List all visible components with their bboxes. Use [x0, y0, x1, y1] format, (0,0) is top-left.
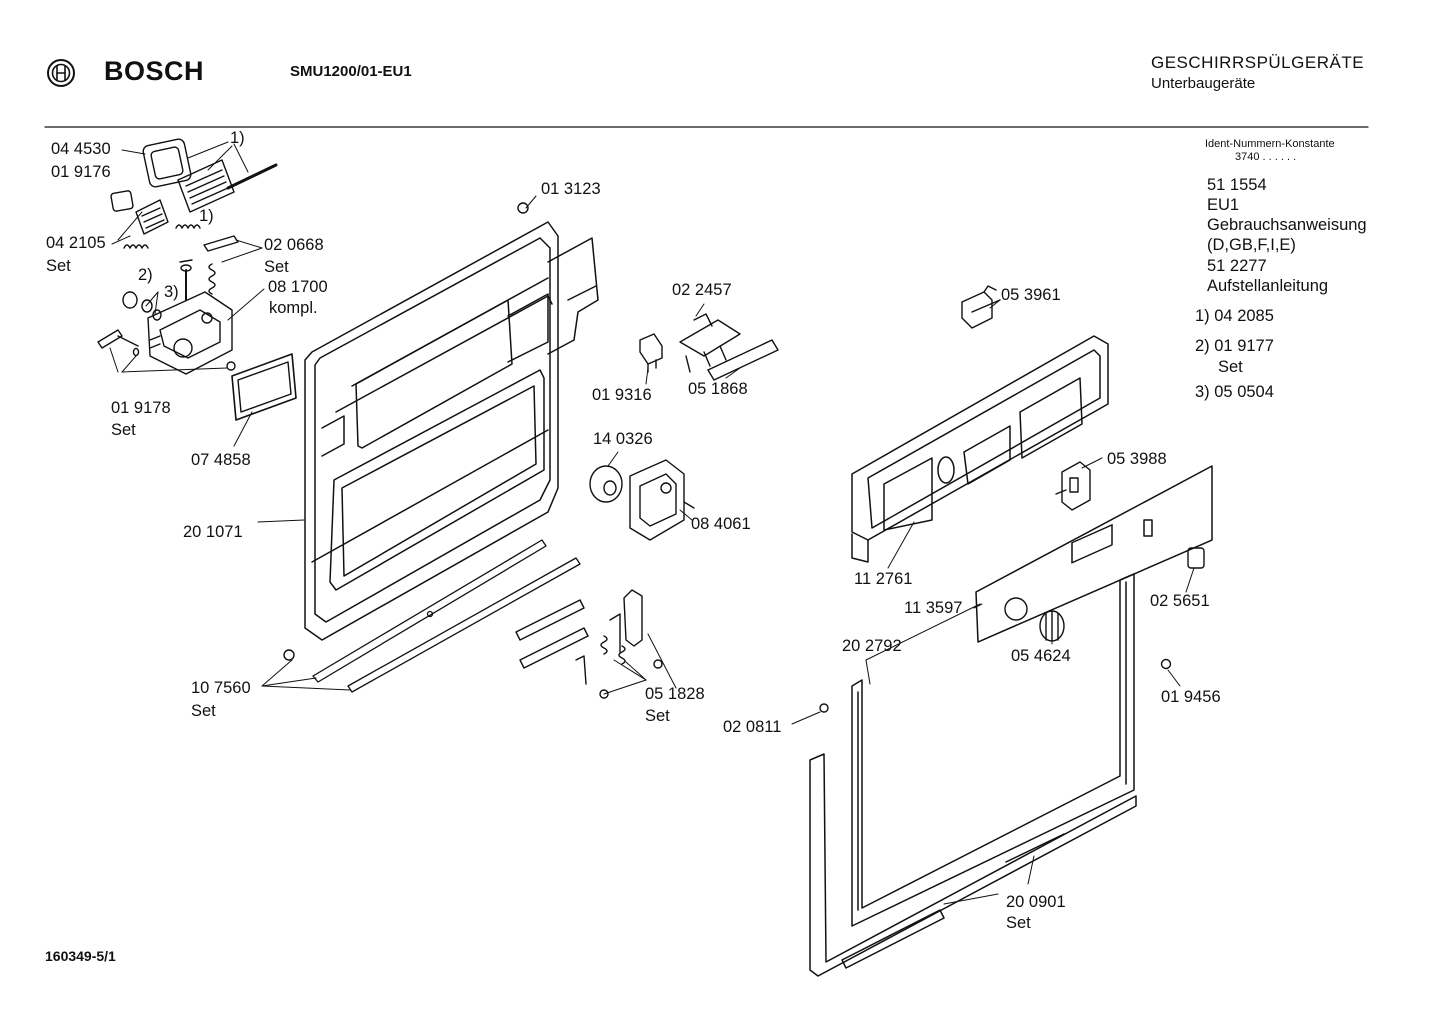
side-screw-part: [819, 703, 829, 713]
part-label-kompl: kompl.: [269, 299, 318, 317]
reference-line: 51 2277: [1207, 257, 1267, 275]
part-label-set: Set: [46, 257, 71, 275]
ident-title: Ident-Nummern-Konstante: [1205, 138, 1335, 150]
note-item: 3) 05 0504: [1195, 383, 1274, 401]
part-label: 05 3988: [1107, 450, 1167, 468]
part-label: 11 2761: [854, 570, 913, 588]
panel-screw-part: [1160, 658, 1172, 670]
part-label: 02 2457: [672, 281, 732, 299]
part-label: 05 4624: [1011, 647, 1071, 665]
top-screw-part: [517, 202, 529, 214]
front-panel-part: [975, 465, 1213, 643]
latch-lever-part: [97, 329, 140, 357]
part-label: 02 0811: [723, 718, 782, 736]
part-label: 01 9176: [51, 163, 111, 181]
ident-value: 3740 . . . . . .: [1235, 151, 1297, 163]
reference-line: Aufstellanleitung: [1207, 277, 1329, 295]
part-label: 01 3123: [541, 180, 601, 198]
mounting-bracket-part: [203, 235, 239, 252]
part-label: 08 1700: [268, 278, 328, 296]
part-label: 05 1868: [688, 380, 748, 398]
part-label: 08 4061: [691, 515, 751, 533]
part-label-set: Set: [645, 707, 670, 725]
control-panel-housing-part: [851, 335, 1109, 563]
switch-part: [639, 333, 663, 373]
part-label-set: Set: [264, 258, 289, 276]
part-label: 10 7560: [191, 679, 251, 697]
part-label: 14 0326: [593, 430, 653, 448]
handle-rod-part: [226, 163, 278, 190]
door-panel-part: [304, 221, 599, 641]
door-bottom-rail-part: [312, 539, 581, 693]
reference-line: 51 1554: [1207, 176, 1267, 194]
seal-gasket-part: [231, 353, 297, 421]
note-item-sub: Set: [1218, 358, 1243, 376]
part-label: 04 2105: [46, 234, 106, 252]
door-screw-part: [283, 649, 295, 661]
part-label: 01 9178: [111, 399, 171, 417]
part-label: 05 3961: [1001, 286, 1061, 304]
leader-lines-left: [109, 141, 265, 447]
bracket-clip-part: [961, 285, 1001, 329]
roller-part: [122, 291, 162, 321]
door-frame-part: [809, 573, 1137, 977]
note-marker: 3): [164, 283, 179, 301]
spring-vertical-part: [208, 263, 216, 295]
screw-part: [226, 361, 236, 371]
part-label: 04 4530: [51, 140, 111, 158]
category-title: GESCHIRRSPÜLGERÄTE: [1151, 53, 1365, 72]
part-label: 11 3597: [904, 599, 963, 617]
hinge-bracket-part: [679, 313, 779, 381]
brand-name: BOSCH: [104, 56, 205, 86]
part-label-set: Set: [1006, 914, 1031, 932]
note-item: 1) 04 2085: [1195, 307, 1274, 325]
part-label: 05 1828: [645, 685, 705, 703]
note-marker: 2): [138, 266, 153, 284]
part-label: 20 0901: [1006, 893, 1066, 911]
spring-part: [123, 244, 149, 249]
indicator-ring-part: [1004, 597, 1028, 621]
note-marker: 1): [199, 207, 214, 225]
lock-assembly-part: [147, 291, 233, 375]
part-label-set: Set: [191, 702, 216, 720]
part-label: 01 9316: [592, 386, 652, 404]
note-item: 2) 01 9177: [1195, 337, 1274, 355]
small-grille-part: [135, 199, 169, 235]
part-label: 07 4858: [191, 451, 251, 469]
reference-line: Gebrauchsanweisung: [1207, 216, 1367, 234]
handle-frame-part: [142, 138, 192, 188]
program-switch-part: [1055, 461, 1091, 511]
small-clip-part: [110, 190, 134, 212]
spring-part-2: [175, 224, 201, 229]
hinge-plate-part: [515, 599, 589, 669]
model-number: SMU1200/01-EU1: [290, 63, 412, 80]
leader-lines-door: [257, 195, 537, 691]
hinge-spring-assembly-part: [575, 589, 663, 699]
part-label: 20 1071: [183, 523, 243, 541]
leader-lines-middle: [603, 303, 741, 695]
handle-cover-grille-part: [177, 159, 235, 213]
control-knob-part: [1039, 610, 1065, 642]
part-label: 01 9456: [1161, 688, 1221, 706]
button-cap-part: [1187, 547, 1205, 569]
part-label: 02 5651: [1150, 592, 1210, 610]
reference-line: (D,GB,F,I,E): [1207, 236, 1296, 254]
part-label: 20 2792: [842, 637, 902, 655]
bosch-logo-icon: [47, 59, 75, 87]
timer-motor-part: [629, 459, 695, 541]
part-label-set: Set: [111, 421, 136, 439]
subcategory-title: Unterbaugeräte: [1151, 75, 1256, 92]
note-marker: 1): [230, 129, 245, 147]
part-label: 02 0668: [264, 236, 324, 254]
pin-part: [179, 259, 193, 301]
timer-knob-part: [589, 465, 623, 503]
reference-line: EU1: [1207, 196, 1240, 214]
leader-lines-right: [791, 299, 1195, 905]
document-number: 160349-5/1: [45, 948, 116, 964]
